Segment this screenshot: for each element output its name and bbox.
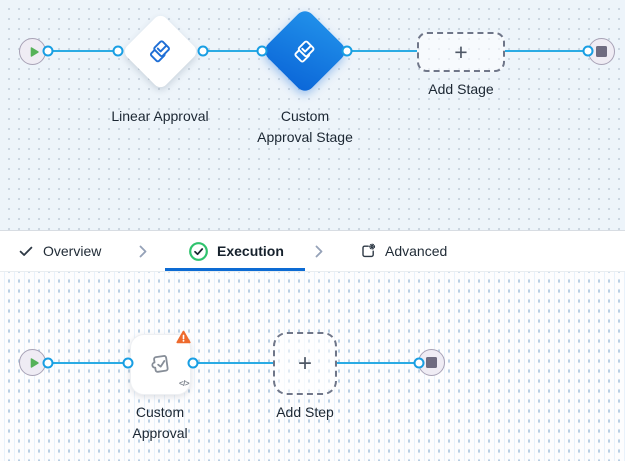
plus-icon: + (297, 349, 312, 377)
chevron-right-icon (139, 231, 147, 271)
wizard-tab-bar: Overview Execution (0, 230, 625, 272)
warning-icon (176, 330, 191, 349)
tab-label: Execution (217, 243, 284, 259)
add-step-label: Add Step (276, 404, 334, 420)
input-port[interactable] (256, 45, 268, 57)
add-step-button[interactable]: + (273, 332, 337, 395)
stage-check-icon (292, 38, 319, 65)
check-icon (18, 243, 34, 259)
stop-icon (596, 46, 607, 57)
input-port[interactable] (413, 357, 424, 368)
start-node[interactable] (19, 349, 46, 376)
chevron-right-icon (315, 231, 323, 271)
tab-label: Overview (43, 243, 102, 259)
output-port[interactable] (341, 45, 353, 57)
stage-label-custom-approval-stage: Custom Approval Stage (257, 108, 353, 145)
active-tab-underline (165, 268, 305, 271)
output-port[interactable] (42, 45, 54, 57)
stage-canvas[interactable]: + Linear Approval Custom Approval Stage … (0, 0, 625, 230)
play-icon (28, 357, 40, 369)
add-stage-button[interactable]: + (417, 32, 505, 72)
stage-node-linear-approval[interactable] (121, 12, 200, 91)
start-node[interactable] (19, 38, 46, 65)
approval-task-icon (147, 351, 174, 378)
tab-overview[interactable]: Overview (18, 231, 101, 271)
plus-icon: + (454, 38, 468, 65)
tab-label: Advanced (385, 243, 448, 259)
end-node[interactable] (418, 349, 445, 376)
input-port[interactable] (112, 45, 124, 57)
tab-advanced[interactable]: Advanced (360, 231, 447, 271)
stop-icon (426, 357, 437, 368)
stage-node-custom-approval-stage[interactable] (261, 7, 349, 95)
step-canvas[interactable]: </> + Custom Approval Add Step (0, 272, 625, 461)
connector-line (337, 361, 419, 364)
play-icon (28, 46, 40, 58)
add-stage-label: Add Stage (428, 81, 494, 97)
stage-check-icon (147, 38, 174, 65)
check-circle-icon (189, 241, 208, 261)
connector-line (505, 50, 588, 52)
step-node-custom-approval[interactable] (130, 334, 191, 395)
input-port[interactable] (122, 357, 133, 368)
output-port[interactable] (197, 45, 209, 57)
step-label-custom-approval: Custom Approval (132, 404, 188, 441)
settings-square-icon (360, 243, 376, 259)
output-port[interactable] (42, 357, 54, 368)
connector-line (203, 50, 262, 52)
output-port[interactable] (187, 357, 198, 368)
stage-label-linear-approval: Linear Approval (111, 108, 209, 124)
connector-line (48, 361, 128, 364)
connector-line (48, 50, 118, 52)
code-badge-icon: </> (179, 379, 190, 388)
tab-execution[interactable]: Execution (189, 231, 284, 271)
end-node[interactable] (588, 38, 615, 65)
connector-line (193, 361, 273, 364)
input-port[interactable] (582, 45, 594, 57)
connector-line (347, 50, 417, 52)
